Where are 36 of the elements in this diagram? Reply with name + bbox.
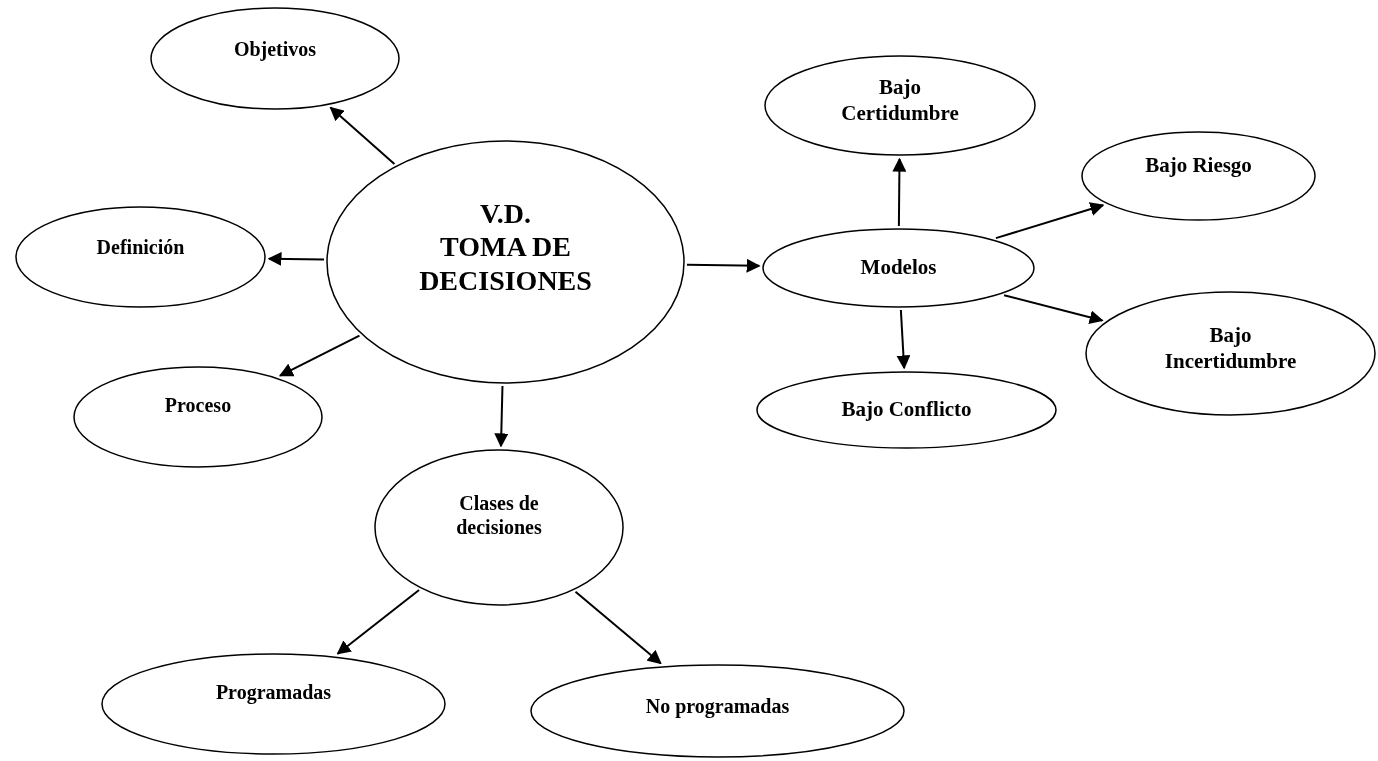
ellipse-node — [73, 366, 323, 468]
node-label: Bajo Conflicto — [841, 397, 972, 423]
ellipse-node — [1085, 291, 1376, 416]
arrow — [278, 334, 361, 377]
ellipse-node — [15, 206, 266, 308]
ellipse-node — [756, 371, 1057, 449]
arrow — [896, 309, 911, 370]
node-label: Bajo Incertidumbre — [1163, 323, 1298, 374]
arrow — [494, 385, 509, 448]
arrow — [336, 589, 421, 655]
node-label: V.D. — [480, 196, 531, 231]
node-label: Bajo Riesgo — [1145, 153, 1252, 179]
arrow — [329, 106, 396, 165]
node-label: No programadas — [645, 694, 790, 718]
ellipse-node — [326, 140, 685, 384]
node-label: Objetivos — [233, 36, 317, 61]
arrow — [267, 251, 326, 266]
ellipse-node — [764, 55, 1036, 156]
node-label: Modelos — [860, 255, 937, 281]
arrow — [994, 202, 1105, 240]
node-label: Bajo Certidumbre — [840, 75, 960, 126]
ellipse-node — [1081, 131, 1316, 221]
ellipse-node — [374, 449, 624, 606]
arrow — [574, 590, 662, 665]
node-label: Clases de decisiones — [455, 491, 543, 539]
ellipse-node — [150, 7, 400, 110]
node-label: Proceso — [164, 392, 232, 417]
arrow — [892, 157, 907, 227]
node-label: Definición — [96, 235, 185, 259]
node-label: Programadas — [215, 679, 332, 704]
node-label: TOMA DE DECISIONES — [418, 230, 593, 298]
ellipse-node — [530, 664, 905, 758]
ellipse-node — [762, 228, 1035, 308]
arrow — [1003, 294, 1104, 325]
ellipse-node — [101, 653, 446, 755]
arrow — [685, 258, 761, 273]
